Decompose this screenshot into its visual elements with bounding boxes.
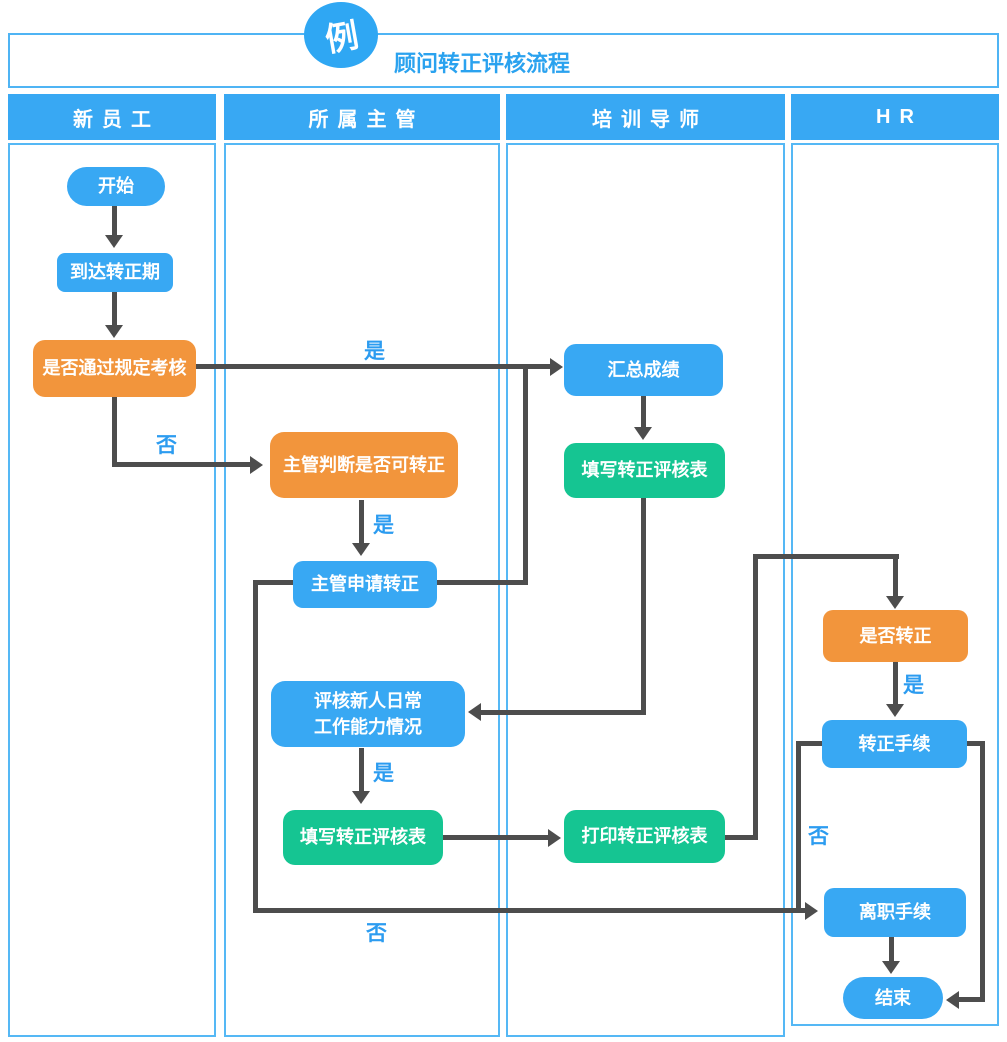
connector-segment (112, 206, 117, 240)
node-reach-period: 到达转正期 (57, 253, 173, 292)
arrowhead (946, 991, 959, 1009)
title-bar (8, 33, 999, 88)
arrowhead (352, 543, 370, 556)
arrowhead (548, 829, 561, 847)
arrowhead (105, 325, 123, 338)
connector-segment (980, 741, 985, 1002)
edge-label-judge-yes: 是 (373, 514, 394, 537)
connector-segment (443, 835, 548, 840)
node-evaluate-daily-line2: 工作能力情况 (314, 717, 422, 737)
connector-segment (196, 364, 552, 369)
connector-segment (966, 741, 985, 746)
connector-segment (523, 364, 528, 585)
edge-label-regularize-no: 否 (808, 825, 829, 848)
connector-segment (893, 662, 898, 706)
page-title: 顾问转正评核流程 (394, 51, 571, 76)
node-fill-form-supervisor: 填写转正评核表 (283, 810, 443, 865)
node-supervisor-judge: 主管判断是否可转正 (270, 432, 458, 498)
edge-label-regularize-yes: 是 (903, 674, 924, 697)
connector-segment (480, 710, 646, 715)
arrowhead (352, 791, 370, 804)
connector-segment (437, 580, 528, 585)
node-supervisor-apply: 主管申请转正 (293, 561, 437, 608)
lane-header-new-employee: 新员工 (8, 94, 216, 140)
arrowhead (468, 703, 481, 721)
connector-segment (255, 580, 293, 585)
arrowhead (550, 358, 563, 376)
node-summarize-scores: 汇总成绩 (564, 344, 723, 396)
connector-segment (753, 554, 758, 840)
node-is-regularized: 是否转正 (823, 610, 968, 662)
connector-segment (112, 462, 252, 467)
node-resignation-procedure: 离职手续 (824, 888, 966, 937)
example-badge-label: 例 (321, 16, 361, 59)
arrowhead (882, 961, 900, 974)
arrowhead (250, 456, 263, 474)
node-print-form: 打印转正评核表 (564, 810, 725, 863)
node-evaluate-daily: 评核新人日常 工作能力情况 (271, 681, 465, 747)
edge-label-apply-no: 否 (366, 922, 387, 945)
arrowhead (805, 902, 818, 920)
connector-segment (112, 397, 117, 467)
connector-segment (112, 292, 117, 328)
node-regularization-procedure: 转正手续 (822, 720, 967, 768)
arrowhead (634, 427, 652, 440)
lane-header-supervisor: 所属主管 (224, 94, 500, 140)
connector-segment (889, 937, 894, 963)
connector-segment (753, 554, 899, 559)
node-evaluate-daily-line1: 评核新人日常 (314, 690, 422, 711)
connector-segment (641, 396, 646, 430)
node-end: 结束 (843, 977, 943, 1019)
lane-header-hr: HR (791, 94, 999, 140)
arrowhead (886, 704, 904, 717)
connector-segment (893, 554, 898, 600)
connector-segment (253, 580, 258, 913)
lane-header-mentor: 培训导师 (506, 94, 785, 140)
arrowhead (886, 596, 904, 609)
node-pass-assessment: 是否通过规定考核 (33, 340, 196, 397)
connector-segment (641, 498, 646, 715)
connector-segment (253, 908, 805, 913)
arrowhead (105, 235, 123, 248)
connector-segment (958, 997, 985, 1002)
edge-label-evaluate-yes: 是 (373, 762, 394, 785)
edge-label-pass-yes: 是 (364, 340, 385, 363)
node-fill-form-mentor: 填写转正评核表 (564, 443, 725, 498)
connector-segment (359, 500, 364, 546)
edge-label-pass-no: 否 (156, 434, 177, 457)
connector-segment (799, 741, 822, 746)
connector-segment (796, 741, 801, 913)
node-start: 开始 (67, 167, 165, 206)
connector-segment (359, 748, 364, 794)
connector-segment (725, 835, 758, 840)
example-badge: 例 (304, 2, 378, 68)
